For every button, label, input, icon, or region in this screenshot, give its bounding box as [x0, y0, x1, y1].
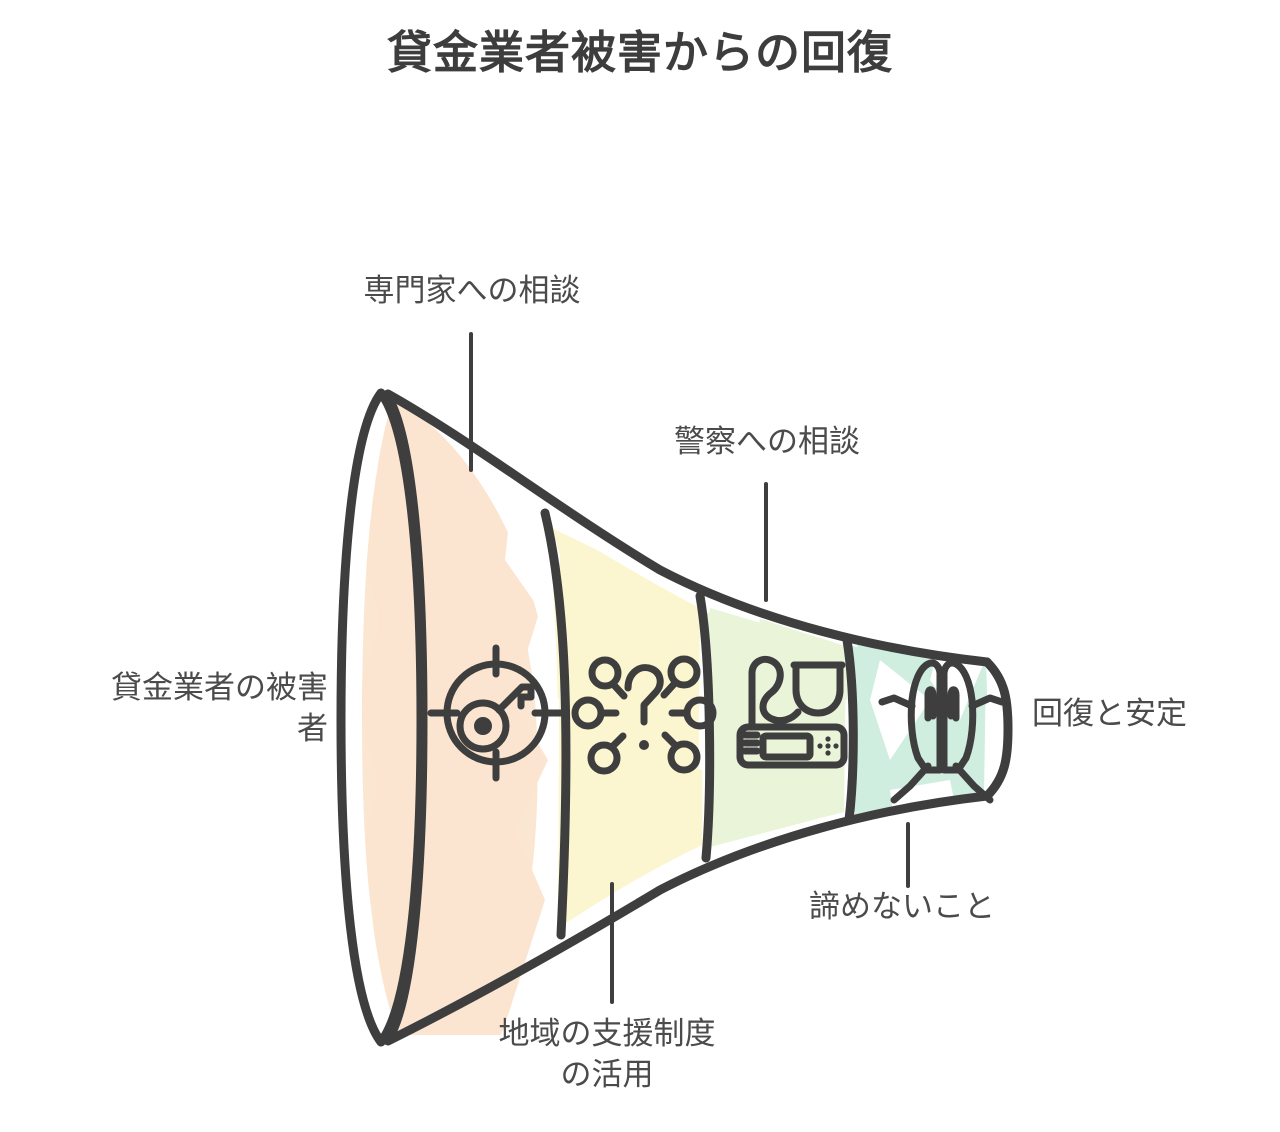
funnel-outline — [336, 388, 1013, 1047]
question-search-network-icon — [571, 655, 717, 775]
target-key-icon — [427, 644, 565, 782]
stage-label-expert: 専門家への相談 — [363, 273, 581, 308]
stage-label-community: 地域の支援制度 の活用 — [498, 1016, 716, 1092]
stage-label-police: 警察への相談 — [674, 424, 860, 459]
funnel-entry-label: 貸金業者の被害 者 — [111, 670, 328, 746]
callout-leader-lines — [469, 332, 910, 1004]
stage-label-giveup: 諦めないこと — [809, 889, 995, 924]
funnel-exit-label: 回復と安定 — [1032, 696, 1187, 731]
police-radio-icon — [736, 655, 848, 769]
praying-hands-icon — [878, 659, 1006, 804]
page-title: 貸金業者被害からの回復 — [386, 27, 893, 78]
